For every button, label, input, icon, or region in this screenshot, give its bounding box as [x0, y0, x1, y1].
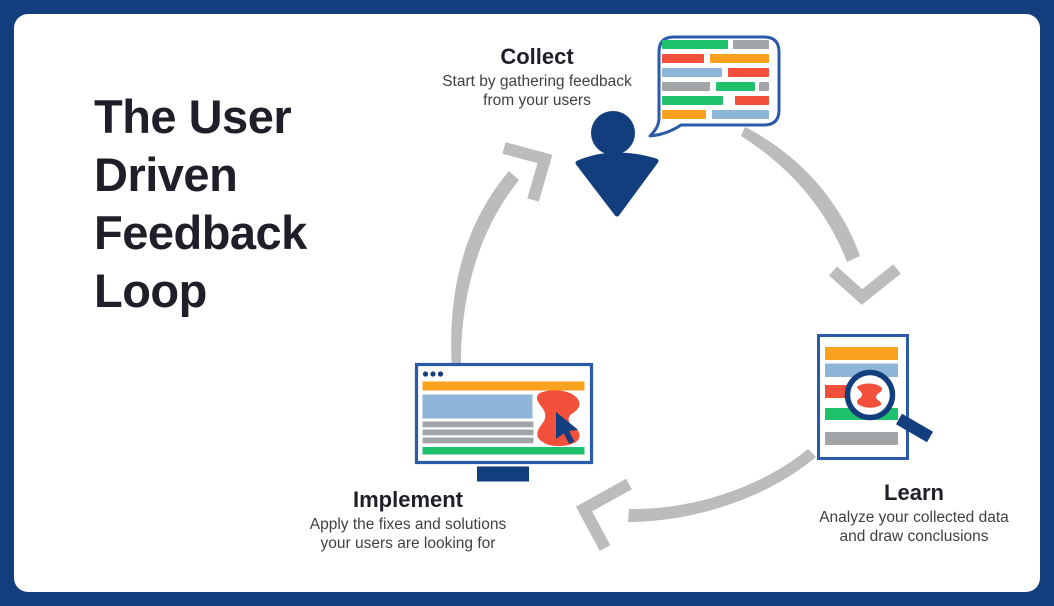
step-implement-label: Implement [352, 487, 464, 512]
content-panel [14, 14, 1040, 592]
feedback-bars [662, 40, 769, 119]
person-body [575, 152, 659, 217]
step-collect-label: Collect [500, 44, 574, 69]
step-learn: Learn Analyze your collected data and dr… [799, 480, 1029, 546]
cursor-icon [556, 412, 578, 444]
page-title: The User Driven Feedback Loop [94, 90, 307, 317]
step-learn-label: Learn [884, 480, 944, 505]
step-implement-description: Apply the fixes and solutions your users… [309, 516, 507, 552]
speech-bubble-feedback-icon [648, 35, 781, 138]
magnified-data-blob [856, 383, 883, 408]
browser-monitor-icon [414, 362, 594, 482]
document-magnifier-icon [817, 334, 934, 460]
browser-window-dots [422, 371, 444, 377]
person-head [591, 111, 635, 155]
magnifier-handle [895, 413, 934, 443]
step-collect: Collect Start by gathering feedback from… [412, 44, 662, 110]
step-implement: Implement Apply the fixes and solutions … [288, 487, 528, 553]
arrow-collect-to-learn [741, 127, 901, 305]
step-learn-description: Analyze your collected data and draw con… [819, 509, 1009, 545]
monitor-stand [477, 466, 529, 482]
arrow-implement-to-collect [451, 142, 553, 369]
step-collect-description: Start by gathering feedback from your us… [442, 73, 632, 109]
person-icon [575, 111, 659, 217]
arrow-learn-to-implement [575, 449, 816, 551]
page-content-bars [422, 381, 585, 455]
